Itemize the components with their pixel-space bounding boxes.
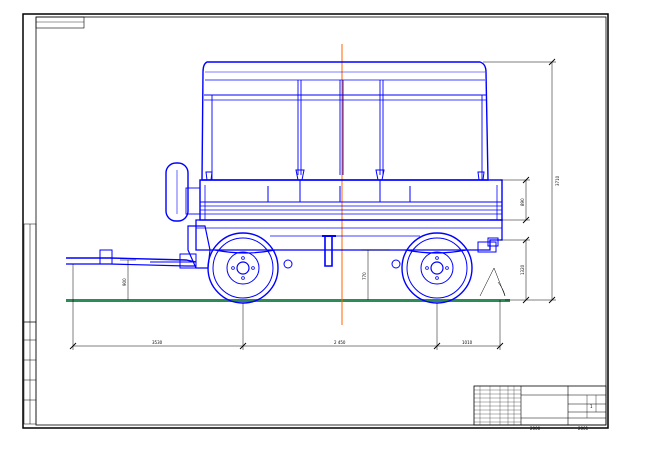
title-block-sheet-label: 1 [590, 404, 593, 409]
brake-hub-front [283, 259, 293, 269]
dim-drawbar-height: 900 [122, 278, 127, 286]
dim-wheelbase: 2 450 [334, 340, 346, 345]
stakes [205, 169, 485, 202]
trailer-body [66, 61, 503, 269]
rear-axle-wheels [401, 232, 473, 304]
sheet-outer-frame [22, 13, 609, 429]
dimension-lines [72, 61, 556, 350]
ground-line [66, 299, 510, 302]
dim-rear-overhang: 1010 [462, 340, 473, 345]
title-block-designation: 2000 [530, 426, 541, 431]
title-block [473, 385, 607, 426]
sheet-inner-frame [35, 16, 607, 426]
dim-frame-height: 770 [362, 272, 367, 280]
step-ladder [324, 235, 333, 267]
canopy-bows [211, 80, 483, 180]
spare-wheel [165, 162, 189, 222]
dim-hitch-to-front-axle: 3530 [152, 340, 163, 345]
departure-angle [479, 267, 506, 297]
dimension-ticks [69, 58, 556, 350]
dim-platform-height: 1320 [520, 264, 525, 275]
top-left-stamp [35, 16, 85, 29]
brake-hub-rear [391, 259, 401, 269]
front-axle-wheels [207, 232, 279, 304]
left-margin-strips [23, 223, 37, 425]
dim-overall-height: 3710 [555, 175, 560, 186]
title-block-sheet-info: 2001 [578, 426, 589, 431]
drawbar [66, 257, 197, 263]
dim-board-height: 890 [520, 198, 525, 206]
